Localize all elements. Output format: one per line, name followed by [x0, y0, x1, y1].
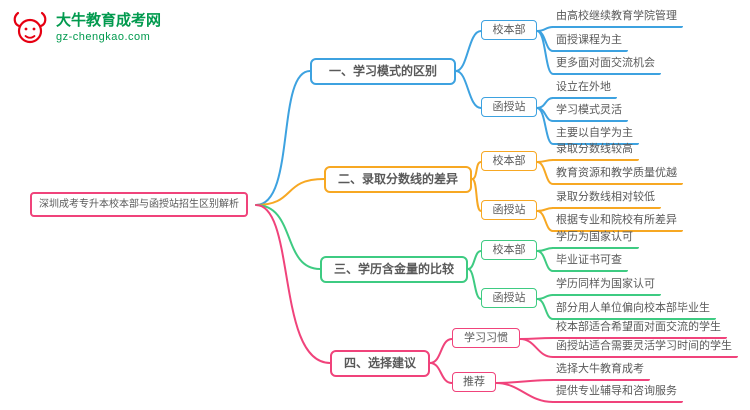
leaf-node: 选择大牛教育成考: [552, 360, 650, 381]
root-connectors: [255, 70, 331, 364]
group-node-station-2: 函授站: [481, 200, 537, 220]
site-logo-title: 大牛教育成考网: [56, 12, 162, 29]
leaf-node: 函授站适合需要灵活学习时间的学生: [552, 337, 738, 358]
branch-3-connectors: [467, 247, 554, 320]
leaf-node: 录取分数线相对较低: [552, 188, 661, 209]
branch-topic-2: 二、录取分数线的差异: [324, 166, 472, 193]
leaf-node: 主要以自学为主: [552, 124, 639, 145]
branch-topic-3: 三、学历含金量的比较: [320, 256, 468, 283]
leaf-node: 毕业证书可查: [552, 251, 628, 272]
leaf-node: 由高校继续教育学院管理: [552, 7, 683, 28]
site-logo-text: 大牛教育成考网 gz-chengkao.com: [56, 8, 161, 44]
leaf-node: 提供专业辅导和咨询服务: [552, 382, 683, 403]
branch-4-connectors: [429, 337, 554, 403]
branch-topic-4: 四、选择建议: [330, 350, 430, 377]
leaf-node: 设立在外地: [552, 78, 617, 99]
leaf-node: 录取分数线较高: [552, 140, 639, 161]
leaf-node: 部分用人单位偏向校本部毕业生: [552, 299, 716, 320]
leaf-node: 更多面对面交流机会: [552, 54, 661, 75]
group-node-station-3: 函授站: [481, 288, 537, 308]
leaf-node: 学历为国家认可: [552, 228, 639, 249]
branch-1-connectors: [455, 26, 554, 145]
group-node-campus-3: 校本部: [481, 240, 537, 260]
leaf-node: 校本部适合希望面对面交流的学生: [552, 318, 727, 339]
bull-logo-icon: [13, 11, 47, 44]
leaf-node: 学习模式灵活: [552, 101, 628, 122]
leaf-node: 教育资源和教学质量优越: [552, 164, 683, 185]
group-node-study-habit: 学习习惯: [452, 328, 520, 348]
branch-topic-1: 一、学习模式的区别: [310, 58, 456, 85]
root-topic: 深圳成考专升本校本部与函授站招生区别解析: [30, 192, 248, 217]
leaf-node: 根据专业和院校有所差异: [552, 211, 683, 232]
site-logo[interactable]: 大牛教育成考网 gz-chengkao.com: [10, 8, 161, 48]
group-node-recommend: 推荐: [452, 372, 496, 392]
group-node-campus-2: 校本部: [481, 151, 537, 171]
group-node-station-1: 函授站: [481, 97, 537, 117]
leaf-node: 学历同样为国家认可: [552, 275, 661, 296]
branch-2-connectors: [471, 159, 554, 232]
site-logo-domain: gz-chengkao.com: [56, 31, 151, 43]
leaf-node: 面授课程为主: [552, 31, 628, 52]
group-node-campus-1: 校本部: [481, 20, 537, 40]
